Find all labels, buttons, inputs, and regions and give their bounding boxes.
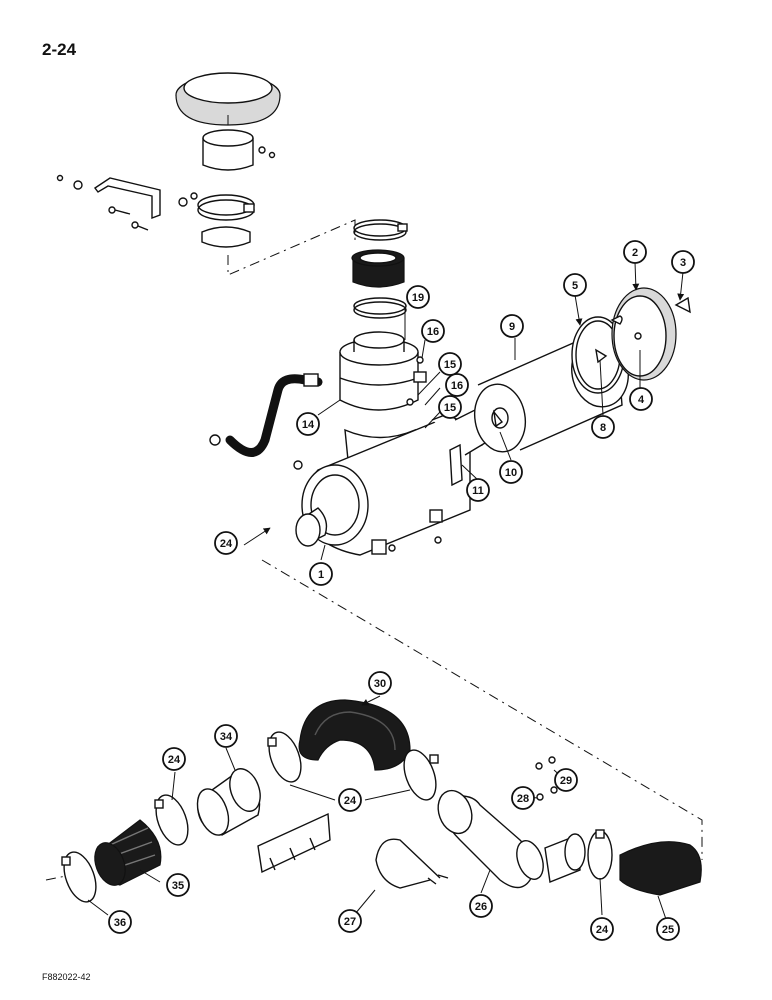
rubber-sleeve <box>351 249 405 288</box>
callout-label: 34 <box>220 731 233 743</box>
duct-tube-26 <box>437 789 544 889</box>
callout-circle <box>563 273 587 297</box>
callout-circle <box>296 412 320 436</box>
callout-label: 25 <box>662 924 674 936</box>
callout-circle <box>629 387 653 411</box>
main-housing <box>295 414 483 556</box>
lower-clamp <box>353 297 407 319</box>
precleaner-cap <box>175 72 281 126</box>
callout-circle <box>671 250 695 274</box>
page-number: 2-24 <box>42 40 77 59</box>
callout-circle <box>445 373 469 397</box>
callout-circle <box>214 531 238 555</box>
callout-label: 3 <box>680 257 686 269</box>
callout-circle <box>338 788 362 812</box>
clamp-24-left <box>154 794 189 846</box>
callout-circle <box>421 319 445 343</box>
callout-label: 14 <box>302 419 315 431</box>
callout-label: 24 <box>220 538 233 550</box>
elbow-hose <box>298 699 411 771</box>
clamp-30-left <box>267 731 302 783</box>
sleeve-34 <box>196 768 261 836</box>
mounting-bracket <box>56 174 161 231</box>
callout-circle <box>108 910 132 934</box>
callout-label: 27 <box>344 916 356 928</box>
callout-label: 35 <box>172 880 184 892</box>
callout-circle <box>590 917 614 941</box>
figure-code: F882022-42 <box>42 972 91 982</box>
callout-label: 30 <box>374 678 386 690</box>
callout-circle <box>511 786 535 810</box>
inlet-cap-body <box>339 331 427 411</box>
wing-nut <box>674 296 691 314</box>
callout-label: 26 <box>475 901 487 913</box>
end-cover <box>611 287 677 381</box>
callout-label: 15 <box>444 402 456 414</box>
clamp-24-right <box>587 829 613 880</box>
u-bolt-27 <box>375 838 449 889</box>
callout-label: 24 <box>168 754 181 766</box>
clamp-30-right <box>403 749 439 801</box>
callout-label: 28 <box>517 793 529 805</box>
callout-circle <box>214 724 238 748</box>
precleaner-tube <box>202 129 254 171</box>
callout-circle <box>500 314 524 338</box>
callout-label: 4 <box>638 394 645 406</box>
callout-label: 9 <box>509 321 515 333</box>
bellows-35 <box>94 819 162 886</box>
callout-label: 15 <box>444 359 456 371</box>
callout-label: 16 <box>427 326 439 338</box>
sleeve-small <box>544 833 586 883</box>
callout-circle <box>166 873 190 897</box>
callout-label: 5 <box>572 280 578 292</box>
callout-circle <box>406 285 430 309</box>
callout-circle <box>162 747 186 771</box>
callout-label: 19 <box>412 292 424 304</box>
callout-label: 24 <box>596 924 609 936</box>
callout-circle <box>309 562 333 586</box>
clamp-36 <box>61 851 97 903</box>
callout-circle <box>438 395 462 419</box>
precleaner-clamp <box>178 192 255 221</box>
callout-circle <box>368 671 392 695</box>
callout-label: 10 <box>505 467 517 479</box>
callout-label: 36 <box>114 917 126 929</box>
callout-circle <box>623 240 647 264</box>
callout-circle <box>499 460 523 484</box>
callout-label: 29 <box>560 775 572 787</box>
wing-nut-small <box>595 348 608 364</box>
callout-label: 11 <box>472 485 484 497</box>
callout-circle <box>656 917 680 941</box>
heat-shield <box>257 812 331 874</box>
callout-circle <box>438 352 462 376</box>
callout-label: 8 <box>600 422 606 434</box>
callout-circle <box>466 478 490 502</box>
callout-circle <box>338 909 362 933</box>
callout-label: 2 <box>632 247 638 259</box>
callout-label: 1 <box>318 569 324 581</box>
callout-circle <box>554 768 578 792</box>
callout-label: 24 <box>344 795 357 807</box>
callout-circle <box>591 415 615 439</box>
precleaner-adapter <box>201 226 251 248</box>
vacuator-hose <box>209 373 323 457</box>
hose-25 <box>619 841 702 896</box>
callout-label: 16 <box>451 380 463 392</box>
upper-clamp <box>353 219 408 241</box>
callout-circle <box>469 894 493 918</box>
